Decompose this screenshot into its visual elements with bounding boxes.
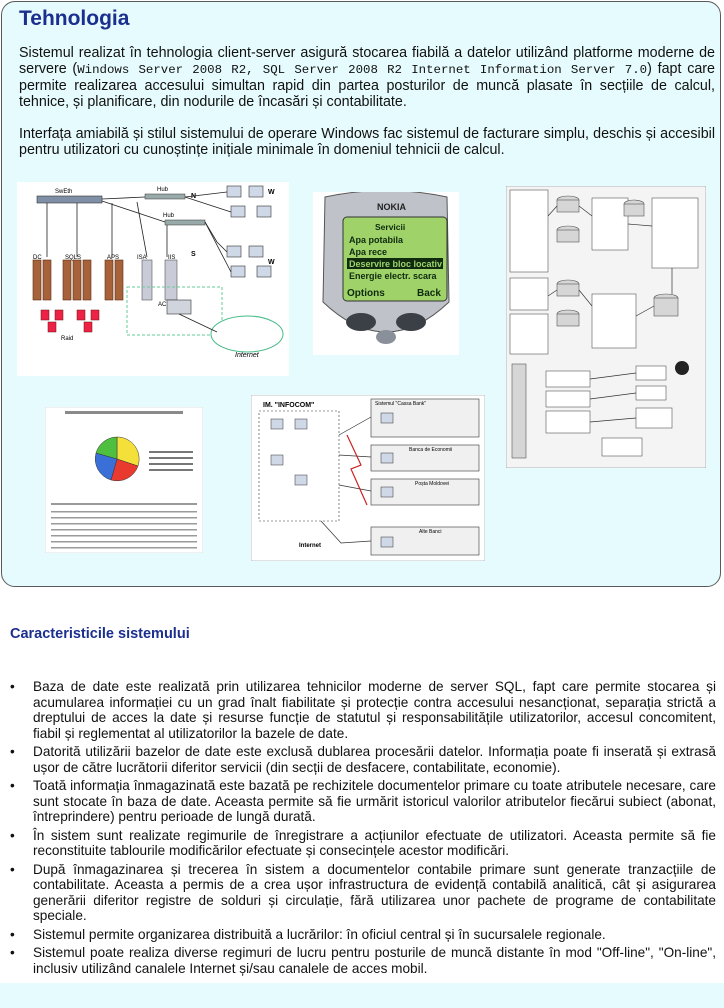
iis-label: IIS <box>168 255 175 261</box>
org-label: IM. "INFOCOM" <box>263 402 314 409</box>
bank-label-3: Alte Banci <box>419 529 442 535</box>
phone-menu-item-2: Apa rece <box>349 247 387 257</box>
hub-label-1: Hub <box>157 187 169 193</box>
list-item-text: Sistemul permite organizarea distribuită… <box>33 926 606 942</box>
technology-panel: Tehnologia Sistemul realizat în tehnolog… <box>1 1 721 587</box>
intro-paragraph-1: Sistemul realizat în tehnologia client-s… <box>19 45 715 110</box>
list-item: • Baza de date este realizată prin utiliz… <box>10 679 716 741</box>
phone-brand: NOKIA <box>377 202 407 212</box>
isa-label: ISA <box>137 255 147 261</box>
list-item-text: Toată informația înmagazinată este bazat… <box>33 778 716 824</box>
bullet-icon: • <box>10 827 15 843</box>
raid-label: Raid <box>61 336 73 342</box>
hub-label-2: Hub <box>163 213 175 219</box>
workstations-label-2: W <box>268 259 275 266</box>
phone-menu-item-3: Deservire bloc locativ <box>349 259 442 269</box>
dc-label: DC <box>33 255 42 261</box>
bank-label-2: Poșta Moldovei <box>415 481 449 487</box>
ac-label: AC <box>158 302 167 308</box>
report-pie-chart <box>45 407 203 553</box>
phone-menu-item-1: Apa potabila <box>349 235 404 245</box>
list-item: • După înmagazinarea și trecerea în siste… <box>10 862 716 924</box>
north-label: N <box>191 193 196 200</box>
sqls-label: SQLS <box>65 255 81 261</box>
list-item: • Sistemul permite organizarea distribuit… <box>10 927 716 943</box>
bullet-icon: • <box>10 778 15 793</box>
phone-softkey-left: Options <box>347 288 385 299</box>
bullet-icon: • <box>10 861 15 877</box>
phone-softkey-right: Back <box>417 288 441 299</box>
list-item: • Sistemul poate realiza diverse regimur… <box>10 945 716 976</box>
pie <box>95 436 140 482</box>
workstations-label-1: W <box>268 189 275 196</box>
footer-band <box>0 983 724 1008</box>
system-label: Sistemul "Cassa Bank" <box>375 401 426 407</box>
list-item: • În sistem sunt realizate regimurile de … <box>10 828 716 859</box>
aps-label: APS <box>107 255 119 261</box>
features-heading: Caracteristicile sistemului <box>10 626 190 642</box>
list-item-text: Datorită utilizării bazelor de date este… <box>33 744 716 775</box>
intro-text-a: Sistemul realizat în tehnologia client-s… <box>19 45 715 77</box>
bullet-icon: • <box>10 744 15 759</box>
banking-network-diagram: IM. "INFOCOM" Sistemul "Cassa Bank" Banc… <box>251 395 485 561</box>
list-item-text: În sistem sunt realizate regimurile de î… <box>33 827 716 859</box>
list-item: • Datorită utilizării bazelor de date est… <box>10 744 716 775</box>
list-item-text: Sistemul poate realiza diverse regimuri … <box>33 945 716 976</box>
phone-menu-item-4: Energie electr. scara <box>349 271 438 281</box>
south-label: S <box>191 251 196 258</box>
bullet-icon: • <box>10 679 15 694</box>
internet-label: Internet <box>235 352 260 359</box>
process-flow-diagram <box>506 186 706 468</box>
list-item-text: După înmagazinarea și trecerea în sistem… <box>33 861 716 924</box>
bank-label-1: Banca de Economii <box>409 447 452 453</box>
switch-label: SwEth <box>55 189 72 195</box>
network-diagram: SwEth Hub Hub N S W W <box>17 182 289 376</box>
bullet-icon: • <box>10 945 15 960</box>
list-item-text: Baza de date este realizată prin utiliza… <box>33 679 716 741</box>
server-list: Windows Server 2008 R2, SQL Server 2008 … <box>77 63 648 77</box>
features-list: • Baza de date este realizată prin utiliz… <box>10 679 716 979</box>
internet-label-2: Internet <box>299 543 321 549</box>
bullet-icon: • <box>10 926 15 942</box>
mobile-phone-image: NOKIA Servicii Apa potabila Apa rece Des… <box>313 192 459 355</box>
intro-text-b: ) fapt care permite realizarea accesului… <box>19 61 716 110</box>
list-item: • Toată informația înmagazinată este baza… <box>10 778 716 825</box>
page-title: Tehnologia <box>19 7 130 30</box>
intro-paragraph-2: Interfața amiabilă și stilul sistemului … <box>19 126 715 158</box>
phone-menu-title: Servicii <box>375 222 405 232</box>
